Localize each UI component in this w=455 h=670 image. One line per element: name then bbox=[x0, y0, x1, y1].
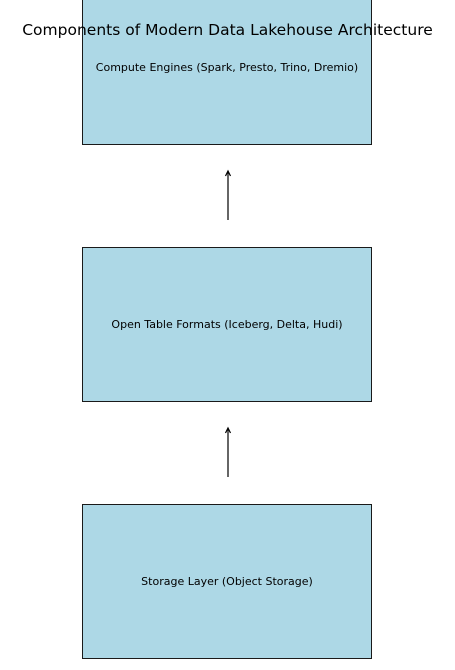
compute-engines-box: Compute Engines (Spark, Presto, Trino, D… bbox=[82, 0, 372, 145]
arrow-head bbox=[224, 426, 232, 434]
open-table-formats-box: Open Table Formats (Iceberg, Delta, Hudi… bbox=[82, 247, 372, 402]
diagram-title: Components of Modern Data Lakehouse Arch… bbox=[22, 21, 433, 39]
storage-layer-label: Storage Layer (Object Storage) bbox=[141, 575, 313, 588]
open-table-formats-label: Open Table Formats (Iceberg, Delta, Hudi… bbox=[111, 318, 343, 331]
arrow-head bbox=[224, 169, 232, 177]
arrow-up-icon bbox=[224, 426, 232, 477]
arrow-up-icon bbox=[224, 169, 232, 220]
compute-engines-label: Compute Engines (Spark, Presto, Trino, D… bbox=[95, 61, 359, 74]
storage-layer-box: Storage Layer (Object Storage) bbox=[82, 504, 372, 659]
